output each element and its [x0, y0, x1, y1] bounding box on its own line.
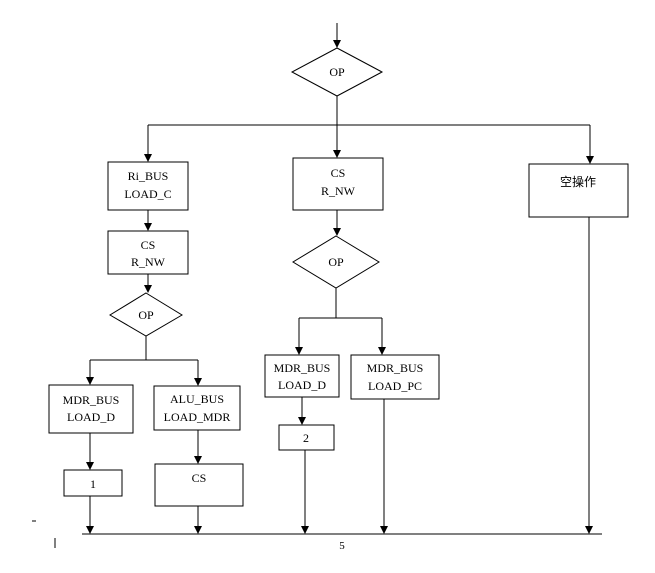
- box-ri-bus: Ri_BUS LOAD_C: [107, 161, 189, 211]
- box-two: 2: [278, 424, 335, 451]
- box-mdr-left-line1: MDR_BUS: [63, 393, 120, 407]
- box-cs-bottom: CS: [154, 463, 244, 507]
- box-mdr-left-line2: LOAD_D: [67, 410, 115, 424]
- box-nop-label: 空操作: [560, 174, 596, 189]
- box-ri-bus-line1: Ri_BUS: [128, 169, 169, 183]
- box-mdr-pc-line2: LOAD_PC: [368, 379, 422, 393]
- box-cs-left-line1: CS: [141, 238, 156, 252]
- box-alu: ALU_BUS LOAD_MDR: [153, 385, 241, 431]
- box-cs-bottom-label: CS: [192, 471, 207, 485]
- box-one-label: 1: [90, 477, 96, 491]
- box-mdr-middle-line1: MDR_BUS: [274, 361, 331, 375]
- box-cs-middle-line1: CS: [331, 166, 346, 180]
- page-number: 5: [339, 540, 345, 552]
- decision-op-left: OP: [109, 292, 183, 337]
- box-alu-line2: LOAD_MDR: [164, 410, 231, 424]
- box-cs-middle: CS R_NW: [292, 157, 384, 211]
- box-nop: 空操作: [528, 163, 629, 218]
- box-two-label: 2: [303, 431, 309, 445]
- box-mdr-left: MDR_BUS LOAD_D: [48, 384, 134, 434]
- box-cs-middle-line2: R_NW: [321, 184, 356, 198]
- box-ri-bus-line2: LOAD_C: [124, 187, 171, 201]
- box-one: 1: [63, 469, 123, 497]
- decision-op-left-label: OP: [138, 308, 154, 322]
- box-mdr-middle: MDR_BUS LOAD_D: [264, 354, 340, 398]
- box-cs-left-line2: R_NW: [131, 255, 166, 269]
- box-cs-left: CS R_NW: [107, 230, 189, 275]
- decision-op-middle-label: OP: [328, 255, 344, 269]
- box-alu-line1: ALU_BUS: [170, 392, 224, 406]
- box-mdr-pc: MDR_BUS LOAD_PC: [350, 354, 440, 400]
- box-mdr-pc-line1: MDR_BUS: [367, 361, 424, 375]
- decision-op-top-label: OP: [329, 65, 345, 79]
- box-mdr-middle-line2: LOAD_D: [278, 378, 326, 392]
- decision-op-middle: OP: [292, 235, 380, 289]
- decision-op-top: OP: [290, 47, 384, 97]
